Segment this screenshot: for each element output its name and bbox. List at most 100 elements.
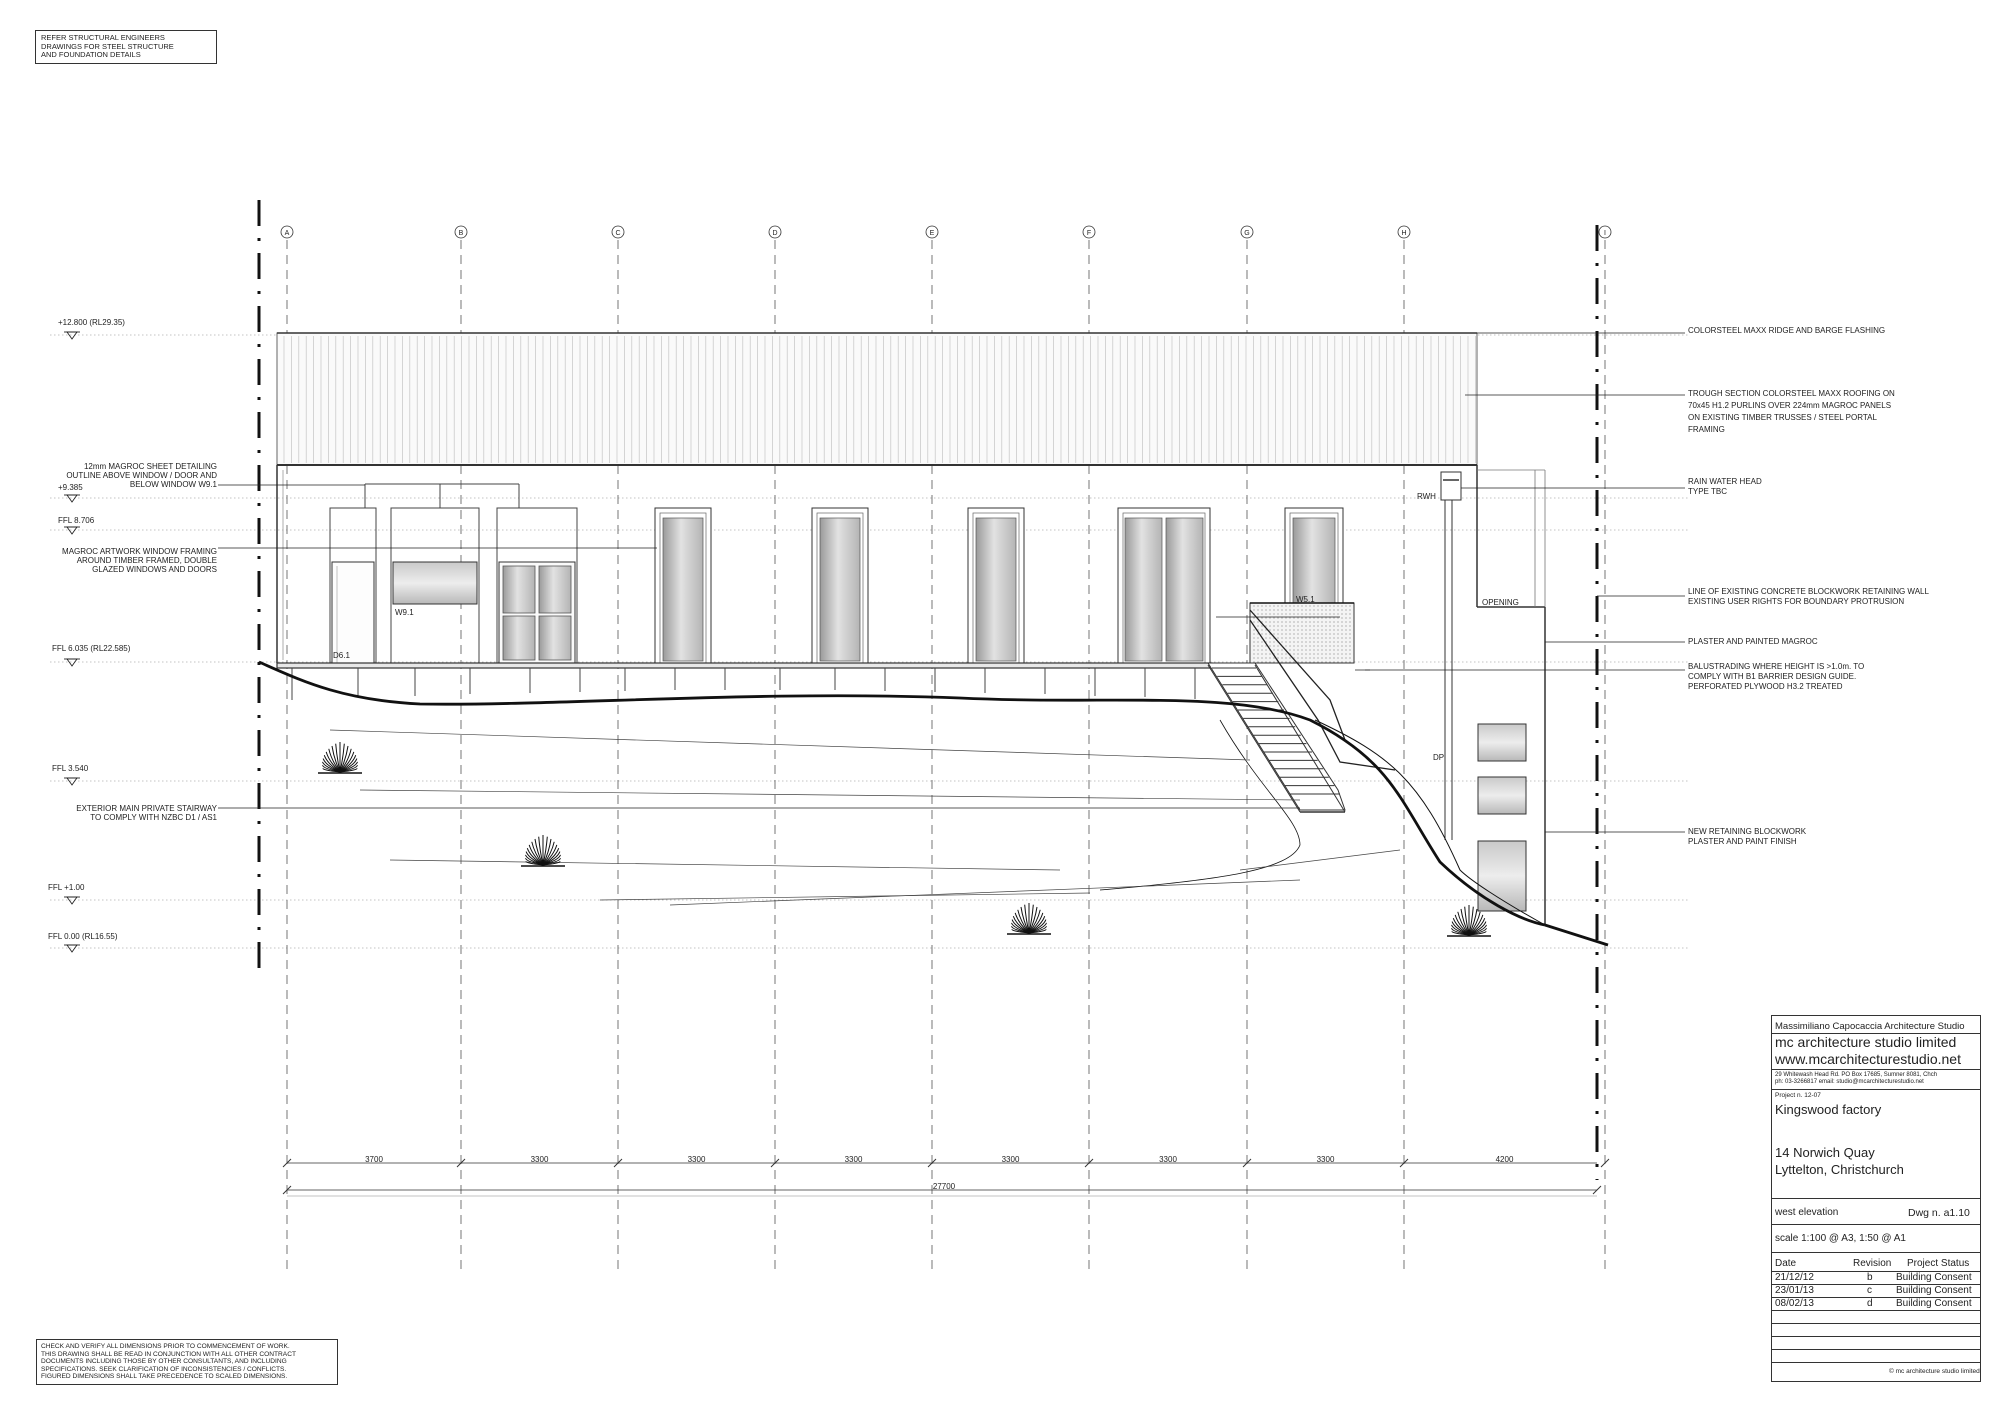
- dim-overall-tick-end: [1592, 1185, 1602, 1195]
- dim-spacing-0: 3700: [365, 1155, 383, 1164]
- right-note-0-line-0: COLORSTEEL MAXX RIDGE AND BARGE FLASHING: [1688, 326, 1885, 335]
- project-name: Kingswood factory: [1775, 1102, 1882, 1117]
- left-note-1-line-0: MAGROC ARTWORK WINDOW FRAMING: [62, 547, 217, 556]
- grid-bubble-I: [1598, 225, 1612, 239]
- left-note-0-line-1: OUTLINE ABOVE WINDOW / DOOR AND: [66, 471, 217, 480]
- shrub-3-blade-8: [1464, 906, 1470, 936]
- grid-label-D: D: [772, 230, 777, 237]
- shrub-1-blade-10: [542, 836, 548, 866]
- window-pane-3-b: [1165, 517, 1204, 662]
- exterior-stairway: [1207, 662, 1346, 813]
- dim-tick-7: [1399, 1158, 1409, 1168]
- revision-1-date: 23/01/13: [1775, 1285, 1814, 1296]
- level-label-3: FFL 6.035 (RL22.585): [52, 644, 131, 653]
- project-number: Project n. 12-07: [1775, 1092, 1821, 1099]
- shrub-0-blade-10: [339, 743, 345, 773]
- grid-bubble-C: [611, 225, 625, 239]
- retaining-blockwork: [1477, 723, 1527, 912]
- structural-note-line-1: DRAWINGS FOR STEEL STRUCTURE: [41, 41, 174, 51]
- left-note-1-line-1: AROUND TIMBER FRAMED, DOUBLE: [77, 556, 217, 565]
- structural-note: REFER STRUCTURAL ENGINEERS DRAWINGS FOR …: [35, 30, 217, 64]
- grid-label-I: I: [1604, 230, 1606, 237]
- drawing-scale: scale 1:100 @ A3, 1:50 @ A1: [1775, 1233, 1906, 1244]
- level-marker-icon-5: [66, 896, 78, 905]
- shrub-0-blade-18: [339, 768, 358, 773]
- ground-profile: [258, 660, 1609, 947]
- windows-left-group: D6.1 W9.1: [331, 561, 576, 664]
- revision-header-date: Date: [1775, 1258, 1797, 1269]
- leader-lines: [218, 332, 1685, 833]
- grid-label-F: F: [1087, 230, 1091, 237]
- revision-header-revision: Revision: [1853, 1258, 1892, 1269]
- shrub-2-blade-8: [1024, 904, 1030, 934]
- roof-panel: [276, 332, 1478, 466]
- left-note-0-line-0: 12mm MAGROC SHEET DETAILING: [84, 462, 217, 471]
- right-note-2-line-1: TYPE TBC: [1688, 487, 1727, 496]
- contact-line-0: 29 Whitewash Head Rd. PO Box 17685, Sumn…: [1775, 1072, 1938, 1078]
- grid-bubble-D: [768, 225, 782, 239]
- left-note-2-line-1: TO COMPLY WITH NZBC D1 / AS1: [90, 813, 217, 822]
- grid-bubble-F: [1082, 225, 1096, 239]
- dim-spacing-1: 3300: [531, 1155, 549, 1164]
- verification-note-line-4: FIGURED DIMENSIONS SHALL TAKE PRECEDENCE…: [41, 1373, 288, 1381]
- tag-w91: W9.1: [395, 608, 414, 617]
- shrub-3: [1447, 905, 1491, 937]
- verification-note: CHECK AND VERIFY ALL DIMENSIONS PRIOR TO…: [36, 1339, 338, 1385]
- company-website: www.mcarchitecturestudio.net: [1775, 1051, 1961, 1067]
- copyright: © mc architecture studio limited: [1889, 1368, 1980, 1375]
- dim-tick-2: [613, 1158, 623, 1168]
- drawing-number: Dwg n. a1.10: [1908, 1207, 1970, 1219]
- door-d61: [331, 561, 375, 664]
- right-note-1-line-2: ON EXISTING TIMBER TRUSSES / STEEL PORTA…: [1688, 413, 1877, 422]
- dim-tick-3: [770, 1158, 780, 1168]
- grid-bubble-H: [1397, 225, 1411, 239]
- dim-spacing-5: 3300: [1159, 1155, 1177, 1164]
- level-label-4: FFL 3.540: [52, 764, 89, 773]
- window-pane-4: [1292, 517, 1336, 604]
- level-label-1: +9.385: [58, 483, 83, 492]
- stair-edge-right: [1254, 664, 1346, 813]
- level-marker-icon-3: [66, 658, 78, 667]
- level-label-5: FFL +1.00: [48, 883, 85, 892]
- dim-tick-4: [927, 1158, 937, 1168]
- dim-overall: 27700: [933, 1182, 956, 1191]
- level-lines: [50, 334, 1690, 949]
- window-w91: [392, 561, 478, 605]
- level-label-6: FFL 0.00 (RL16.55): [48, 932, 118, 941]
- address-line-1: Lyttelton, Christchurch: [1775, 1162, 1904, 1177]
- tag-d61: D6.1: [333, 651, 350, 660]
- drawing-name: west elevation: [1775, 1207, 1839, 1218]
- right-note-6-line-1: PLASTER AND PAINT FINISH: [1688, 837, 1797, 846]
- roof: [276, 332, 1478, 466]
- level-markers: [64, 331, 80, 953]
- title-block: Massimiliano Capocaccia Architecture Stu…: [1771, 1015, 1981, 1382]
- dim-tick-8: [1600, 1158, 1610, 1168]
- left-note-1-line-2: GLAZED WINDOWS AND DOORS: [92, 565, 217, 574]
- grid-label-H: H: [1401, 230, 1406, 237]
- revision-0-date: 21/12/12: [1775, 1272, 1814, 1283]
- tall-windows: [654, 507, 1344, 664]
- downpipe: RWH DP: [1417, 471, 1462, 840]
- shrub-0: [318, 742, 362, 774]
- window-pane-1: [819, 517, 861, 662]
- shrub-3-blade-18: [1468, 931, 1487, 936]
- revision-1-rev: c: [1867, 1285, 1872, 1296]
- window-pane-0: [662, 517, 704, 662]
- revision-2-rev: d: [1867, 1298, 1873, 1309]
- right-note-6-line-0: NEW RETAINING BLOCKWORK: [1688, 827, 1807, 836]
- verification-note-line-3: SPECIFICATIONS. SEEK CLARIFICATION OF IN…: [41, 1365, 287, 1373]
- tag-rwh: RWH: [1417, 492, 1436, 501]
- dim-overall-tick-start: [282, 1185, 292, 1195]
- level-label-0: +12.800 (RL29.35): [58, 318, 125, 327]
- right-note-1-line-0: TROUGH SECTION COLORSTEEL MAXX ROOFING O…: [1688, 389, 1895, 398]
- revision-header-status: Project Status: [1907, 1258, 1970, 1269]
- level-marker-icon-6: [66, 944, 78, 953]
- grid-label-B: B: [459, 230, 464, 237]
- dim-tick-5: [1084, 1158, 1094, 1168]
- shrub-2-blade-10: [1028, 904, 1034, 934]
- shrub-0-blade-8: [335, 743, 341, 773]
- revision-0-rev: b: [1867, 1272, 1873, 1283]
- left-note-0-line-2: BELOW WINDOW W9.1: [130, 480, 218, 489]
